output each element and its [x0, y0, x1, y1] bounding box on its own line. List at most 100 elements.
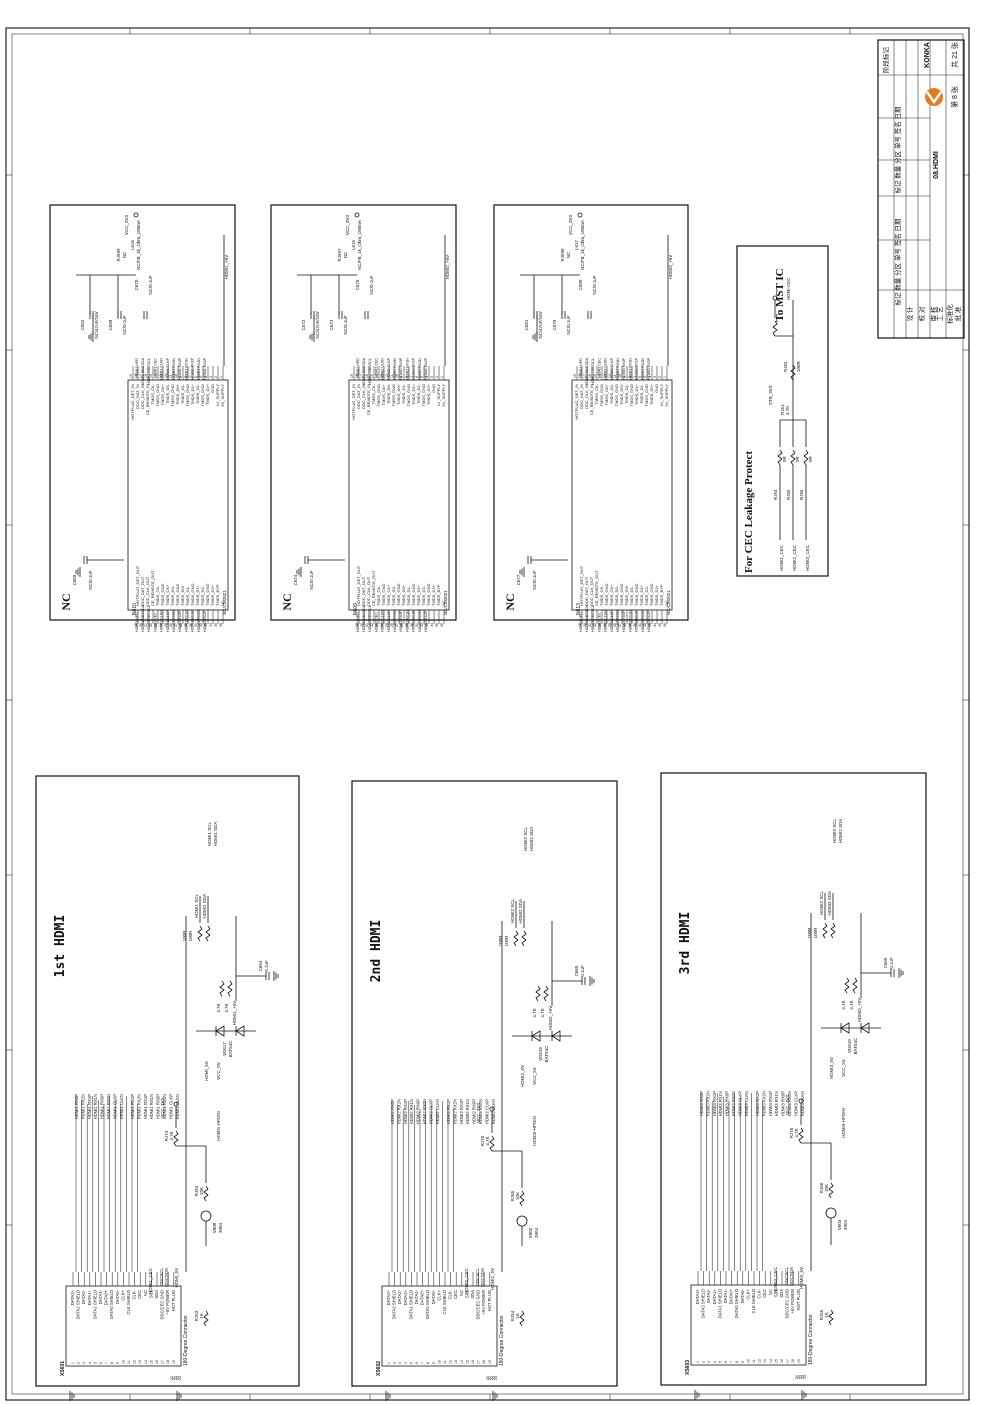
- ic-pin-label: NC: [664, 600, 669, 606]
- shield-pin-number: 20: [795, 1375, 799, 1379]
- net-label: HDMI1 CLKN: [160, 610, 164, 632]
- res-value: 4.7K: [794, 1128, 799, 1137]
- connector-net-label: HDMI1 RX1P: [87, 1094, 92, 1119]
- cec-rval-1: 0R: [782, 455, 787, 462]
- tb-columns-right: 标记 数量 分区 单号 签名 日期: [893, 106, 902, 194]
- cap-refdes: C679: [552, 319, 557, 330]
- hdmi-section-frame: [35, 775, 300, 1387]
- net-label: HDMI3 RX2N: [641, 358, 645, 380]
- connector-pin-label: CEC: [137, 1290, 142, 1299]
- connector-pin-number: 2: [702, 1361, 706, 1363]
- connector-pin-label: DATA2 SHIELD: [392, 1290, 397, 1319]
- ic-pin-label: TMDS_CK+: [381, 383, 386, 405]
- ic-pin-label: TMDS_CK-: [371, 383, 376, 404]
- connector-pin-number: 11: [752, 1359, 756, 1363]
- net-label: HDMI3 RX1N: [628, 358, 632, 380]
- ic-pin-label: DDC_DAT_OUT: [140, 576, 145, 606]
- ic-pin-number: 6: [638, 376, 642, 378]
- net-label: HDMI3 RX0P: [622, 610, 626, 632]
- res-value: NC: [343, 251, 348, 258]
- ic-pin-label: GND: [210, 384, 215, 393]
- ic-pin-number: 14: [598, 374, 602, 378]
- shield-pin-number: 23: [801, 1375, 805, 1379]
- connector-net-label: HDMI3 RX0P: [725, 1091, 730, 1116]
- ic-pin-label: TMDS_BYP: [215, 584, 220, 606]
- cap-value: NC/0.1uF: [148, 275, 153, 295]
- connector-pin-number: 12: [449, 1360, 453, 1364]
- ic-pin-number: 35: [435, 623, 439, 627]
- ic-pin-label: TMDS_GND: [604, 583, 609, 606]
- ic-pin-label: TMDS_GND: [170, 384, 175, 407]
- power-port: [489, 1106, 495, 1112]
- ic-pin-number: 31: [415, 623, 419, 627]
- ic-pin-label: TMDS_GND: [634, 583, 639, 606]
- ic-pin-number: 12: [385, 374, 389, 378]
- ic-pin-label: 5V_SUPPLY: [664, 384, 669, 407]
- connector-pin-label: DATA0+: [729, 1288, 734, 1304]
- connector-net-label: HDMI1 RX2N: [80, 1094, 85, 1119]
- ic-pin-number: 24: [380, 623, 384, 627]
- ic-pin-number: 7: [189, 376, 193, 378]
- ic-body: [348, 379, 450, 611]
- res-refdes: RJ66: [819, 1182, 824, 1193]
- ic-pin-number: 14: [375, 374, 379, 378]
- ic-pin-label: HOTPLUG_DET_OUT: [579, 565, 584, 606]
- sda-net-label: HDMI3 SDA: [827, 891, 832, 916]
- net-label: HDMI3 HPD: [579, 612, 583, 632]
- ic-pin-number: 4: [425, 376, 429, 378]
- connector-net-label: HDMI3 RX2P: [755, 1091, 760, 1116]
- connector-pin-number: 16: [471, 1360, 475, 1364]
- ic-pin-number: 33: [425, 623, 429, 627]
- ic-pin-number: 22: [593, 623, 597, 627]
- cec-r4: RJ61: [780, 404, 785, 415]
- ic-pin-number: 21: [144, 623, 148, 627]
- connector-pin-label: DATA0-: [431, 1289, 436, 1304]
- ic-pin-label: TMDS_D1-: [624, 383, 629, 404]
- connector-pin-number: 13: [138, 1360, 142, 1364]
- res-value: 100R: [182, 930, 187, 942]
- ic-pin-label: TMDS_CK+: [160, 383, 165, 405]
- connector-net-label: HDMI1 CLKP: [168, 1094, 173, 1119]
- ic-pin-label: HOTPLUG_DET_IN: [130, 384, 135, 420]
- ic-pin-number: 17: [139, 374, 143, 378]
- res-refdes: RJ76: [789, 1127, 794, 1138]
- net-label: HDMI3 RX1N: [628, 610, 632, 632]
- vcc-label: VCC_3V3: [345, 215, 350, 236]
- ic-pin-label: TMDS_GND: [391, 384, 396, 407]
- ic-pin-number: 21: [588, 623, 592, 627]
- cap-value: NC/0.1uF: [566, 315, 571, 335]
- ic-pin-label: TMDS_D1+: [639, 584, 644, 606]
- connector-pin-label: DATA2+: [70, 1289, 75, 1305]
- connector-pin-number: 3: [707, 1361, 711, 1363]
- ic-pin-label: TMDS_D2+: [654, 584, 659, 606]
- ic-pin-label: CE_REMOTE_IN: [145, 384, 150, 415]
- ic-pin-label: TMDS_CK+: [386, 584, 391, 606]
- connector-net-label: HDMI3 RX1P: [712, 1091, 717, 1116]
- ic-pin-number: 33: [204, 623, 208, 627]
- connector-net-label: HDMI3 CLKP: [737, 1091, 742, 1116]
- cec-r5val: 100R: [796, 360, 801, 372]
- connector-net-label: HDMI1 CLKN: [175, 1094, 180, 1119]
- ic-pin-number: 30: [410, 623, 414, 627]
- cap-value: NC/0.1uF: [532, 570, 537, 590]
- ic-pin-label: TMDS_GND: [629, 384, 634, 407]
- power-port: [133, 212, 139, 218]
- ic-pin-number: 30: [633, 623, 637, 627]
- cap-value: 0.1uF: [580, 965, 585, 977]
- shield-pin-number: 20: [486, 1376, 490, 1380]
- cec-title: For CEC Leakage Protect: [743, 451, 755, 573]
- net-label: HDMI1 RX2N: [197, 358, 201, 380]
- ic-pin-number: 28: [179, 623, 183, 627]
- connector-pin-number: 5: [93, 1362, 97, 1364]
- ic-pin-label: TMDS_D2-: [200, 585, 205, 606]
- resistor: [197, 925, 203, 942]
- ic-pin-label: TMDS_D1-: [629, 585, 634, 606]
- ic-pin-number: 3: [653, 376, 657, 378]
- ic-pin-label: TMDS_GND: [421, 384, 426, 407]
- ic-pin-number: 26: [169, 623, 173, 627]
- connector-pin-number: 11: [443, 1360, 447, 1364]
- ic-pin-label: TMDS_D0-: [391, 585, 396, 606]
- diode-part: BAT54C: [228, 1040, 233, 1057]
- res-refdes: RJ64: [194, 1185, 199, 1196]
